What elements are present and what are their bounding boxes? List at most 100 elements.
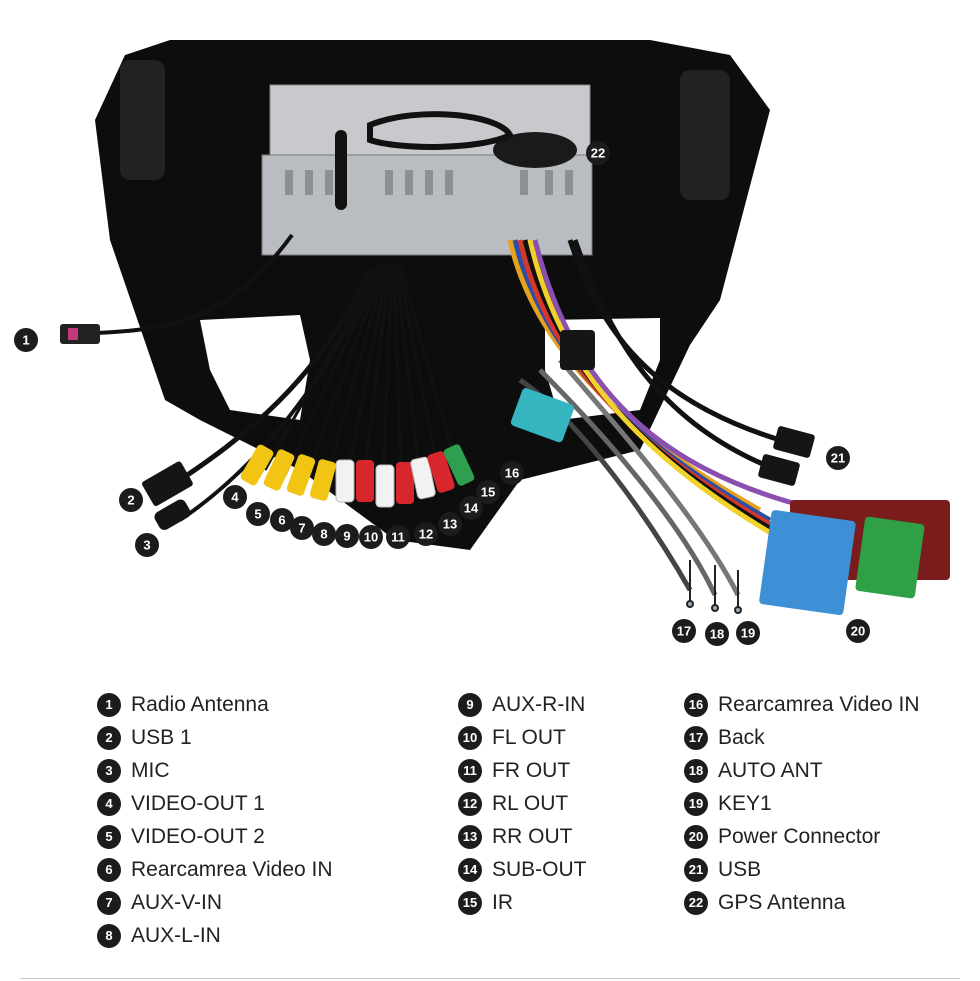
callout-number: 2: [127, 493, 134, 508]
legend-label: IR: [492, 890, 513, 914]
callout-circle: [586, 141, 610, 165]
legend-label: FL OUT: [492, 725, 566, 749]
legend-label: AUTO ANT: [718, 758, 823, 782]
callout-circle: [476, 480, 500, 504]
legend-number: 2: [97, 725, 121, 750]
callout-6: 6: [270, 508, 294, 532]
callout-circle: [846, 619, 870, 643]
legend-item-6: 6 Rearcamrea Video IN: [97, 853, 333, 886]
callout-7: 7: [290, 516, 314, 540]
harness-connector-black: [560, 330, 595, 370]
legend-item-11: 11 FR OUT: [458, 754, 587, 787]
callout-number: 12: [419, 527, 433, 542]
callout-14: 14: [459, 496, 483, 520]
gps-cable-coil: [367, 111, 515, 150]
legend-label: Back: [718, 725, 765, 749]
frame-side-left: [120, 60, 165, 180]
callout-16: 16: [500, 461, 524, 485]
legend-number: 10: [458, 725, 482, 750]
legend-label: USB: [718, 857, 762, 881]
legend-number: 12: [458, 791, 482, 816]
legend-number: 5: [97, 824, 121, 849]
legend-number: 7: [97, 890, 121, 915]
small-pins: [686, 560, 742, 614]
callout-21: 21: [826, 446, 850, 470]
legend-label: USB 1: [131, 725, 192, 749]
usb-cable-21: [567, 239, 781, 443]
usb-plug-21a: [773, 426, 815, 458]
callout-number: 21: [831, 451, 845, 466]
callout-circle: [14, 328, 38, 352]
callout-number: 19: [741, 626, 755, 641]
legend-label: KEY1: [718, 791, 772, 815]
legend-item-4: 4 VIDEO-OUT 1: [97, 787, 333, 820]
vent-slots: [285, 170, 573, 195]
callout-number: 10: [364, 530, 378, 545]
callout-19: 19: [736, 621, 760, 645]
callout-number: 18: [710, 627, 724, 642]
legend-number: 4: [97, 791, 121, 816]
legend-label: AUX-V-IN: [131, 890, 223, 914]
callout-11: 11: [386, 525, 410, 549]
callout-circle: [359, 525, 383, 549]
callout-number: 5: [254, 507, 261, 522]
callout-number: 15: [481, 485, 495, 500]
legend-label: AUX-L-IN: [131, 923, 221, 947]
footer-divider: [20, 978, 960, 979]
callout-2: 2: [119, 488, 143, 512]
callout-number: 6: [278, 513, 285, 528]
gps-antenna: [493, 132, 577, 168]
legend-label: SUB-OUT: [492, 857, 587, 881]
callout-number: 8: [320, 527, 327, 542]
callout-circle: [223, 485, 247, 509]
legend-label: VIDEO-OUT 1: [131, 791, 265, 815]
frame-cutout-left: [200, 315, 310, 420]
legend-label: Rearcamrea Video IN: [718, 692, 920, 716]
usb-plug-21b: [758, 454, 800, 486]
legend-number: 9: [458, 692, 482, 717]
callout-number: 11: [391, 530, 405, 545]
callout-circle: [119, 488, 143, 512]
callout-circle: [438, 512, 462, 536]
usb1-plug: [142, 461, 193, 507]
connector-blue: [759, 510, 856, 615]
callout-number: 22: [591, 146, 605, 161]
callout-3: 3: [135, 533, 159, 557]
frame-side-right: [680, 70, 730, 200]
callout-circle: [672, 619, 696, 643]
callout-8: 8: [312, 522, 336, 546]
legend-label: Rearcamrea Video IN: [131, 857, 333, 881]
legend-number: 16: [684, 692, 708, 717]
callout-15: 15: [476, 480, 500, 504]
radio-antenna-plug: [60, 324, 100, 344]
connector-green: [855, 516, 925, 599]
legend-number: 11: [458, 758, 482, 783]
callout-circle: [135, 533, 159, 557]
legend-number: 6: [97, 857, 121, 882]
callout-20: 20: [846, 619, 870, 643]
legend-number: 22: [684, 890, 708, 915]
harness-connector-teal: [510, 388, 575, 443]
callout-number: 16: [505, 466, 519, 481]
legend-number: 13: [458, 824, 482, 849]
legend-label: FR OUT: [492, 758, 571, 782]
legend-label: Power Connector: [718, 824, 881, 848]
callout-5: 5: [246, 502, 270, 526]
legend-number: 8: [97, 923, 121, 948]
legend-label: Radio Antenna: [131, 692, 269, 716]
legend-item-7: 7 AUX-V-IN: [97, 886, 333, 919]
legend-item-8: 8 AUX-L-IN: [97, 919, 333, 952]
callout-circle: [246, 502, 270, 526]
